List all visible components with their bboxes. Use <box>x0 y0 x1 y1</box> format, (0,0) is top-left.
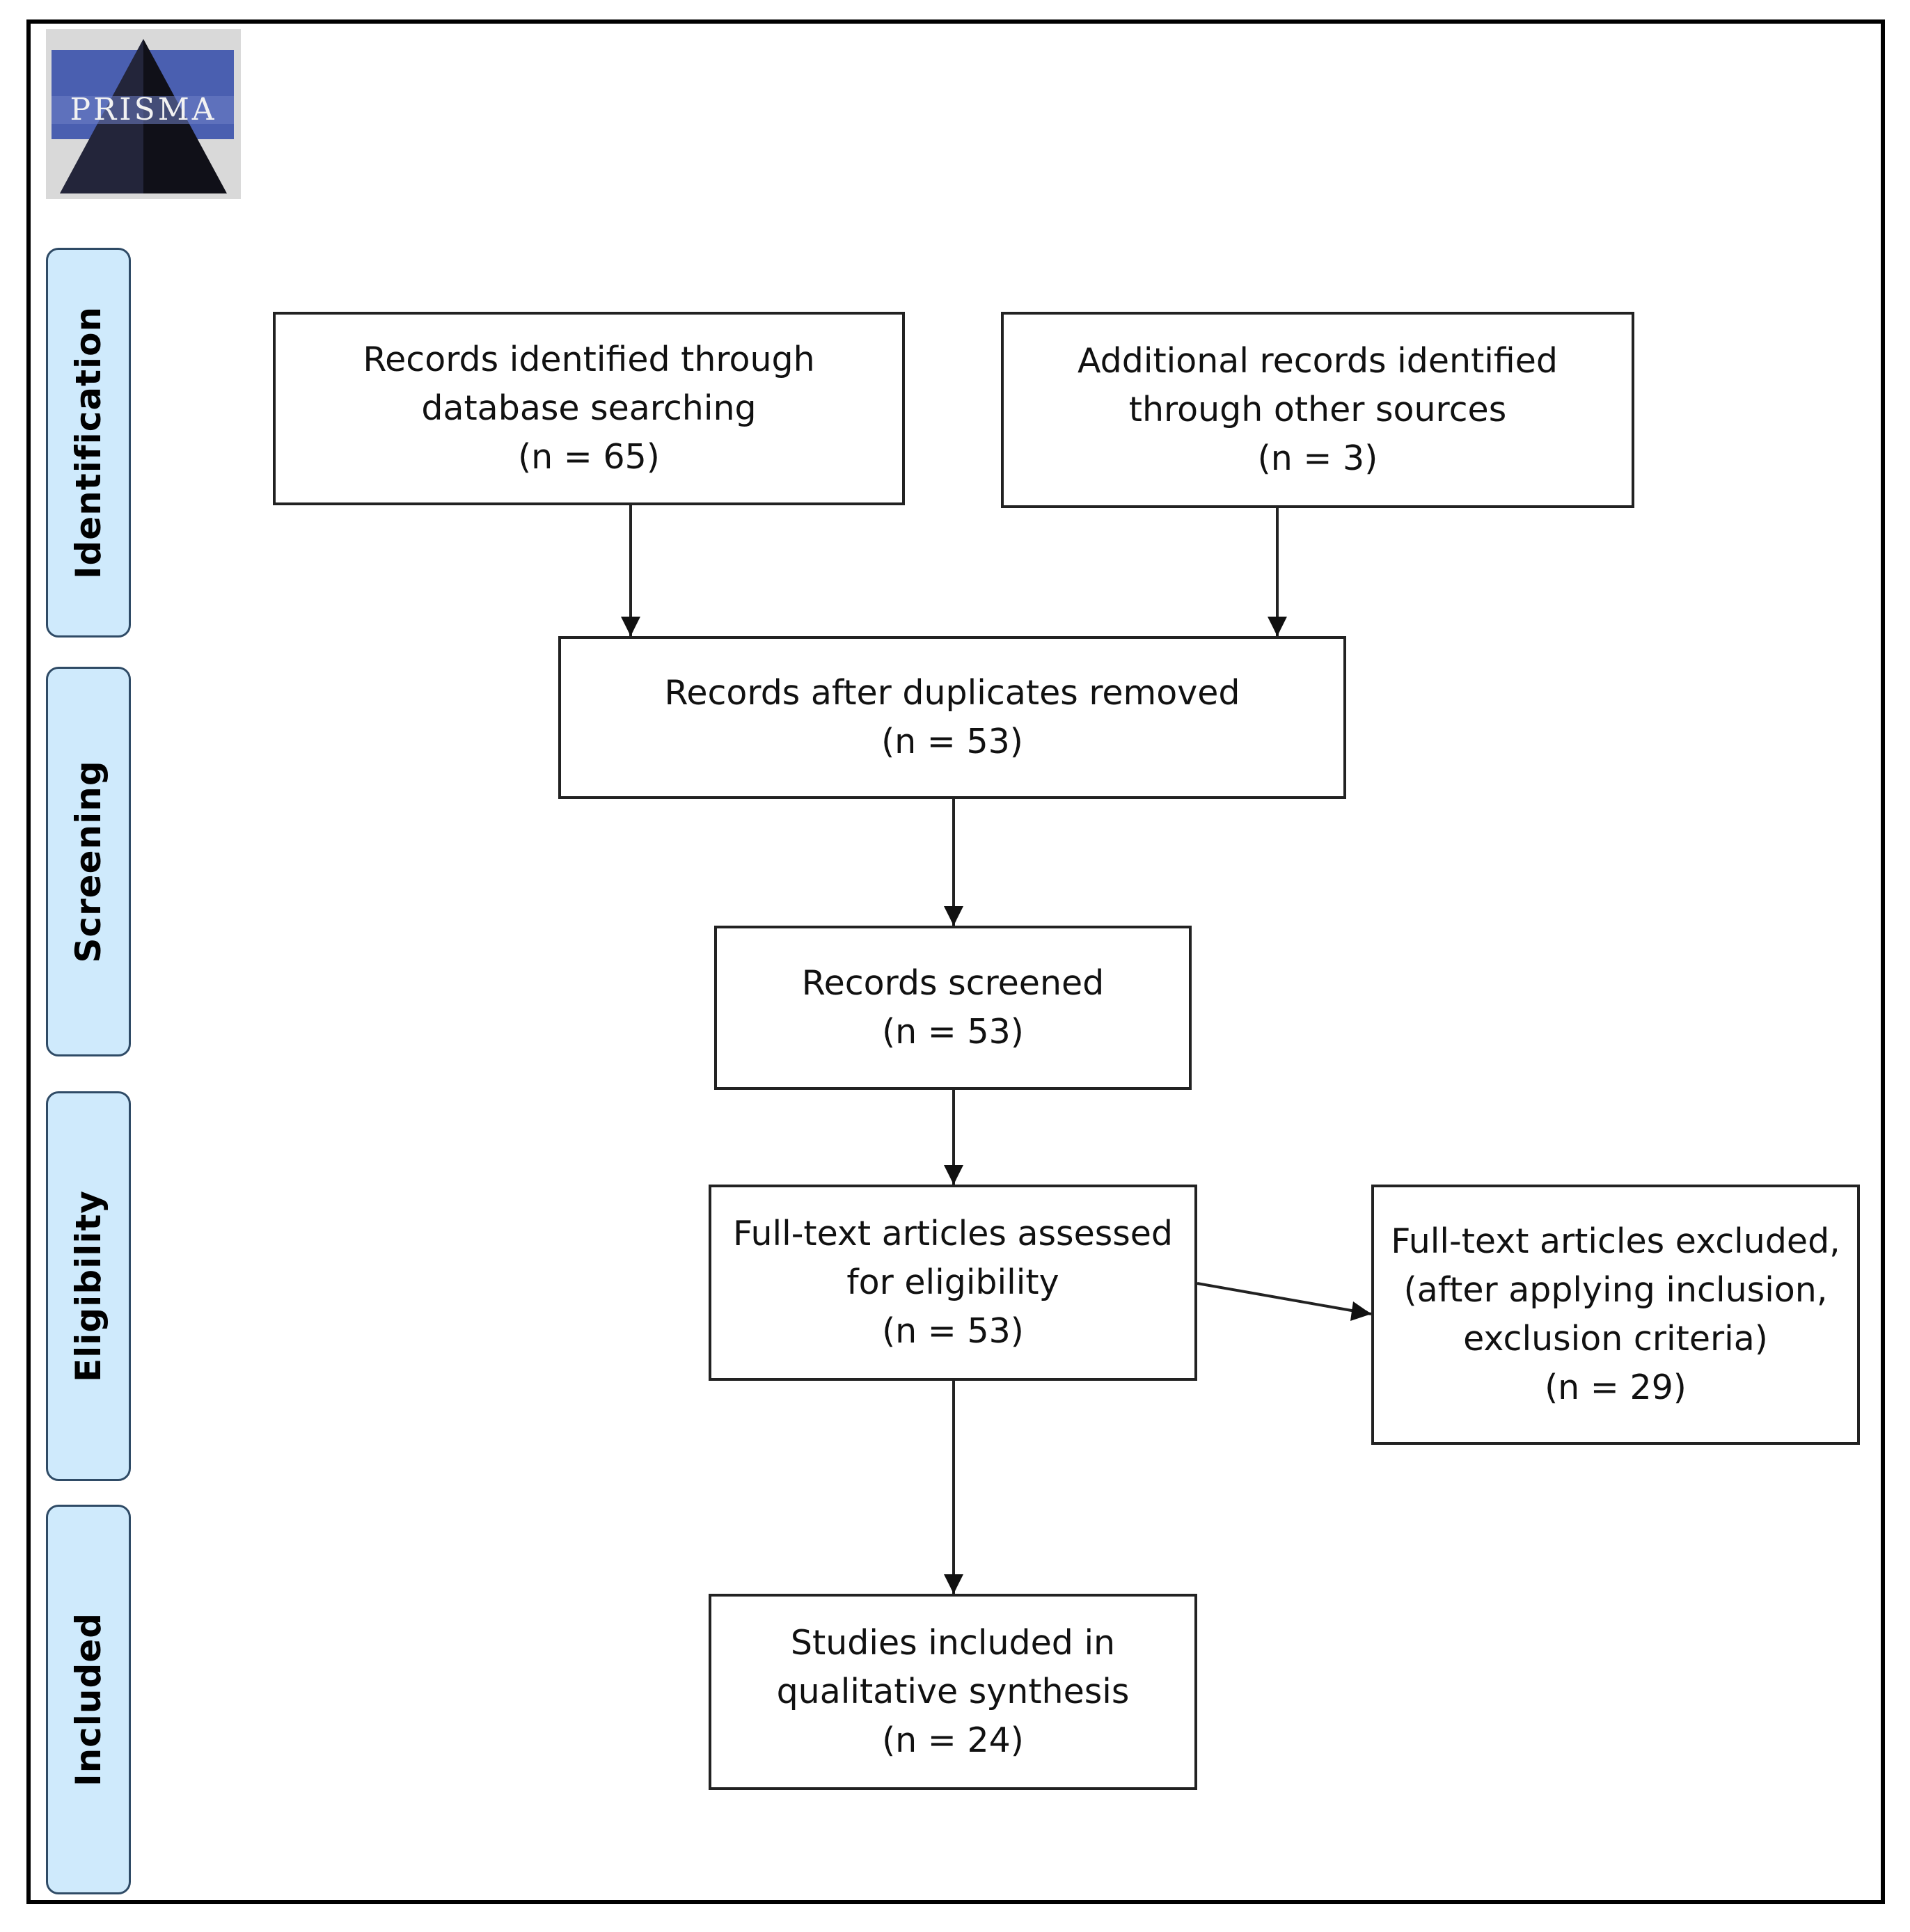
box-text: for eligibility <box>846 1262 1059 1302</box>
box-records-screened: Records screened (n = 53) <box>714 926 1192 1090</box>
box-fulltext-excluded: Full-text articles excluded, (after appl… <box>1371 1185 1860 1445</box>
box-text: Studies included in <box>790 1623 1116 1663</box>
arrow-fulltext-to-excluded <box>1197 1282 1372 1316</box>
box-text: Records screened <box>801 963 1105 1003</box>
phase-included: Included <box>46 1505 131 1894</box>
box-text: Full-text articles excluded, <box>1391 1221 1840 1261</box>
box-text: Records after duplicates removed <box>664 673 1240 713</box>
box-database-records: Records identified through database sear… <box>273 312 905 505</box>
box-text: database searching <box>421 388 757 428</box>
box-count: (n = 3) <box>1257 438 1378 478</box>
box-text: qualitative synthesis <box>776 1672 1130 1711</box>
arrowhead <box>1268 617 1287 636</box>
arrowhead <box>1350 1301 1371 1321</box>
box-text: Additional records identified <box>1077 341 1558 381</box>
box-other-sources: Additional records identified through ot… <box>1001 312 1634 508</box>
prisma-logo: PRISMA <box>46 29 241 199</box>
box-text: exclusion criteria) <box>1463 1319 1768 1359</box>
box-fulltext-assessed: Full-text articles assessed for eligibil… <box>709 1185 1197 1381</box>
box-studies-included: Studies included in qualitative synthesi… <box>709 1594 1197 1790</box>
box-text: (after applying inclusion, <box>1403 1270 1828 1310</box>
box-text: Full-text articles assessed <box>732 1214 1174 1253</box>
box-count: (n = 29) <box>1545 1368 1687 1407</box>
arrowhead <box>944 1165 963 1185</box>
box-text: through other sources <box>1128 390 1507 429</box>
box-count: (n = 65) <box>518 437 660 477</box>
arrowhead <box>944 906 963 926</box>
logo-text: PRISMA <box>70 92 216 127</box>
arrowhead <box>621 617 640 636</box>
box-count: (n = 53) <box>882 1012 1024 1052</box>
phase-identification: Identification <box>46 248 131 638</box>
box-count: (n = 53) <box>881 722 1023 761</box>
box-count: (n = 24) <box>882 1720 1024 1760</box>
arrowhead <box>944 1574 963 1594</box>
box-count: (n = 53) <box>882 1311 1024 1351</box>
phase-eligibility: Eligibility <box>46 1091 131 1481</box>
phase-screening: Screening <box>46 667 131 1056</box>
box-text: Records identified through <box>363 340 815 379</box>
box-duplicates-removed: Records after duplicates removed (n = 53… <box>558 636 1346 799</box>
